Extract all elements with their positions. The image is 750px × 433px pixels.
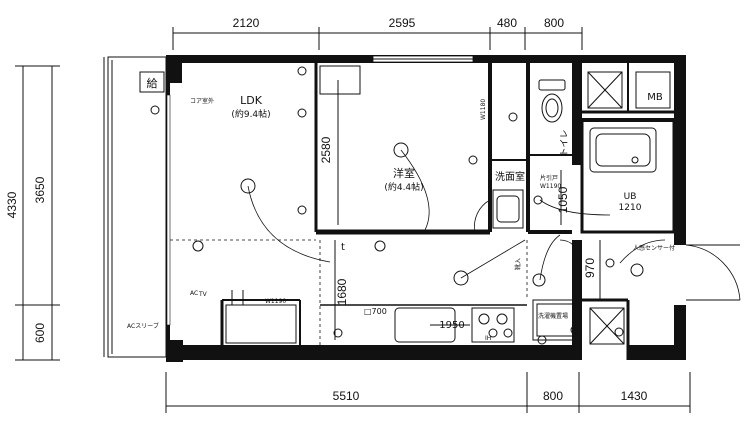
inner-dimensions [334, 80, 601, 340]
kyu-box [139, 71, 165, 93]
ac-plug-label: コア室外 [190, 97, 214, 105]
room-ldk-size: (約9.4帖) [231, 108, 270, 120]
outlets [150, 66, 624, 345]
room-toilet-label: トイレ [560, 129, 570, 156]
washer-pan [532, 299, 578, 341]
bathtub-fixture [589, 127, 657, 173]
dim-inner-v2: 1680 [335, 278, 349, 305]
dim-top-1: 2120 [233, 16, 260, 30]
sensor-light-label: 人感センサー付 [633, 244, 675, 252]
dim-inner-h1: 1950 [439, 320, 464, 331]
balcony [103, 56, 167, 358]
ac-sleeve-label: ACスリーブ [127, 322, 159, 330]
t-mark: t [341, 242, 345, 253]
w1190-label: W1190 [265, 298, 286, 305]
ceiling-lights [240, 142, 644, 287]
top-dimension-line [172, 27, 583, 50]
ac-label: AC [190, 290, 198, 297]
pantry-label: □700 [364, 307, 387, 316]
western-closet [319, 65, 361, 95]
wash-basin [492, 189, 524, 229]
dim-inner-v3: 1050 [556, 186, 570, 213]
room-western-label: 洋室 [393, 166, 415, 180]
room-ub-size: 1210 [619, 203, 642, 213]
dim-top-3: 480 [497, 16, 517, 30]
w1180-label: W1180 [480, 99, 487, 120]
door-swings [474, 199, 741, 301]
dim-top-4: 800 [544, 16, 564, 30]
dim-left-lower: 600 [33, 323, 47, 343]
dim-left-outer: 4330 [5, 191, 19, 218]
dim-bottom-3: 1430 [621, 389, 648, 403]
dashed-guidelines [170, 239, 528, 345]
dim-left-inner: 3650 [33, 176, 47, 203]
bottom-dimension-line [165, 372, 691, 413]
dim-bottom-1: 5510 [333, 389, 360, 403]
room-western-size: (約4.4帖) [384, 181, 423, 193]
room-mb-label: MB [647, 92, 663, 103]
tv-label: TV [198, 291, 208, 298]
dim-top-2: 2595 [389, 16, 416, 30]
windows [166, 55, 474, 326]
room-ub-label: UB [624, 192, 637, 202]
room-washroom-label: 洗面室 [495, 170, 525, 183]
toilet-fixture [538, 79, 566, 123]
dim-inner-v4: 970 [583, 258, 597, 278]
dim-inner-v1: 2580 [319, 136, 333, 163]
washer-pan-label: 洗濯機置場 [538, 312, 568, 320]
ih-label: IH [485, 335, 491, 342]
w1190b-label: W1190 [540, 183, 561, 190]
shoe-label: 靴入 [514, 258, 522, 270]
left-dimension-line [15, 65, 60, 361]
ldk-closet [225, 290, 297, 344]
katahikido-label: 片引戸 [540, 174, 558, 182]
interior-walls [220, 63, 676, 360]
mb-boxes [587, 71, 671, 345]
kitchen-fixtures [394, 307, 515, 343]
dim-bottom-2: 800 [543, 389, 563, 403]
kyu-label: 給 [147, 76, 158, 90]
room-ldk-label: LDK [240, 94, 263, 107]
wiring-arcs [247, 149, 666, 281]
